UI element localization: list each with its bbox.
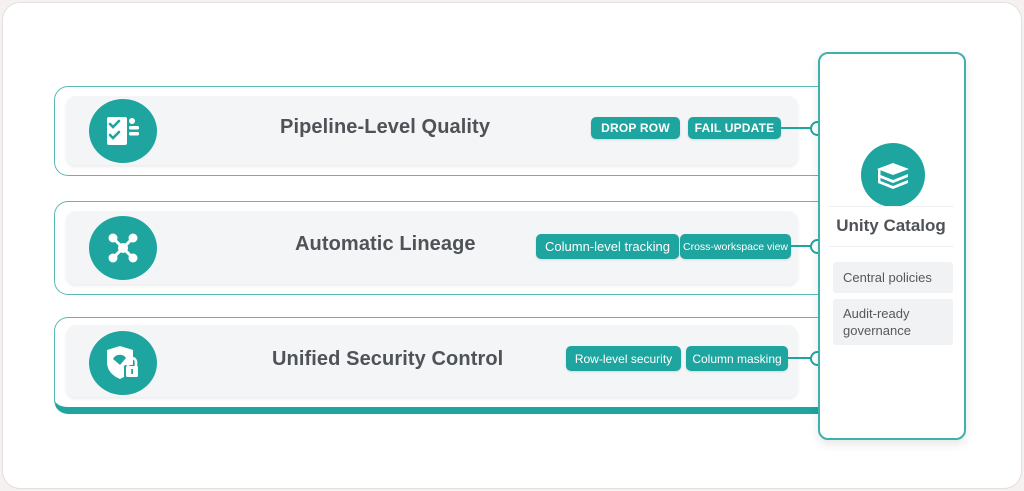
tag-fail-update: FAIL UPDATE — [688, 117, 781, 139]
row-title: Pipeline-Level Quality — [280, 116, 491, 138]
network-nodes-icon — [89, 216, 157, 280]
unity-catalog-title: Unity Catalog — [836, 216, 946, 235]
connector-line — [781, 127, 813, 129]
connector-line — [791, 245, 813, 247]
divider — [828, 206, 954, 207]
tag-column-level-tracking: Column-level tracking — [536, 234, 679, 259]
uc-item-label: Central policies — [843, 270, 932, 285]
row-title: Automatic Lineage — [295, 233, 476, 255]
tag-column-masking: Column masking — [686, 346, 788, 371]
uc-item-label-line2: governance — [843, 323, 911, 338]
uc-item-audit-ready-governance: Audit-ready governance — [833, 299, 953, 345]
row-title: Unified Security Control — [272, 348, 504, 370]
tag-drop-row: DROP ROW — [591, 117, 680, 139]
divider — [828, 246, 954, 247]
uc-item-label-line1: Audit-ready — [843, 306, 910, 321]
tag-cross-workspace-view: Cross-workspace view — [680, 234, 791, 259]
stacked-layers-icon — [861, 143, 925, 207]
tag-row-level-security: Row-level security — [566, 346, 681, 371]
uc-item-central-policies: Central policies — [833, 262, 953, 293]
checklist-icon — [89, 99, 157, 163]
connector-line — [788, 357, 813, 359]
shield-lock-icon — [89, 331, 157, 395]
